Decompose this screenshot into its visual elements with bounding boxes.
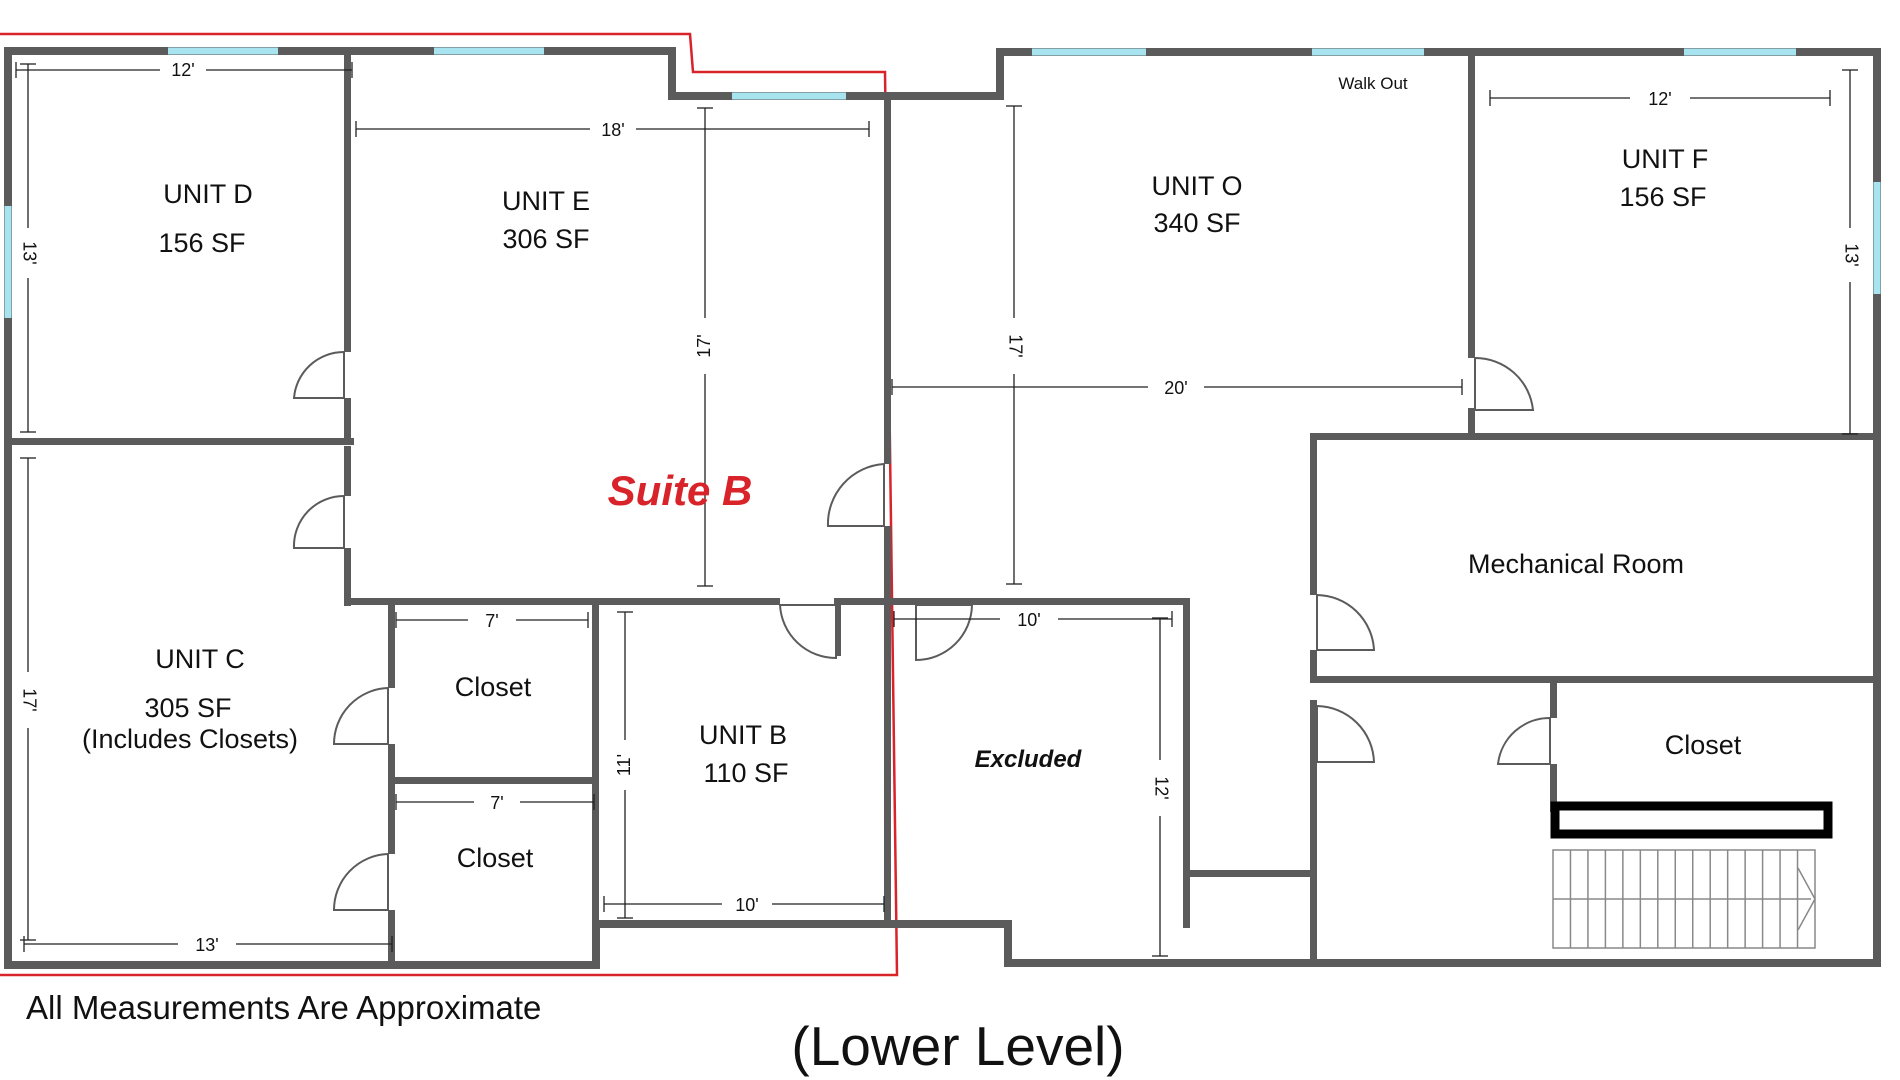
dimension-lines	[15, 62, 1858, 957]
door-mechanical	[1316, 593, 1376, 651]
unit-o-area: 340 SF	[1153, 208, 1240, 238]
excluded-label: Excluded	[975, 746, 1083, 773]
unit-o-name: UNIT O	[1151, 171, 1242, 201]
suite-b-label: Suite B	[608, 467, 753, 514]
staircase	[1550, 801, 1833, 949]
dim-b-width: 10'	[735, 895, 758, 915]
unit-f-area: 156 SF	[1619, 182, 1706, 212]
door-unit-e-right	[826, 462, 885, 527]
door-unit-f	[1474, 356, 1535, 411]
door-closet-lower	[332, 852, 389, 911]
dim-excluded-height: 12'	[1151, 776, 1171, 799]
door-excluded	[915, 604, 974, 662]
unit-b-area: 110 SF	[703, 758, 788, 788]
dim-b-height: 11'	[614, 754, 634, 776]
unit-c-area: 305 SF	[144, 693, 231, 723]
dim-d-width: 12'	[171, 60, 194, 80]
mechanical-room-label: Mechanical Room	[1468, 549, 1684, 579]
dim-f-height: 13'	[1841, 243, 1861, 266]
closet-lower-label: Closet	[457, 843, 534, 873]
unit-f-name: UNIT F	[1622, 144, 1709, 174]
unit-c-note: (Includes Closets)	[82, 724, 298, 754]
door-unit-d	[292, 350, 345, 399]
door-unit-b	[778, 604, 837, 660]
room-labels: UNIT D 156 SF UNIT E 306 SF UNIT O 340 S…	[82, 74, 1742, 873]
door-closet-right	[1496, 716, 1551, 765]
dim-e-height: 17'	[694, 334, 714, 357]
windows	[4, 47, 1881, 318]
door-closet-upper	[332, 686, 389, 745]
suite-b-outline	[0, 32, 899, 977]
walk-out-label: Walk Out	[1338, 74, 1408, 93]
unit-b-name: UNIT B	[699, 720, 787, 750]
unit-e-area: 306 SF	[502, 224, 589, 254]
dim-c-height: 17'	[19, 688, 39, 711]
dim-e-width: 18'	[601, 120, 624, 140]
unit-e-name: UNIT E	[502, 186, 590, 216]
door-lower-right	[1316, 704, 1376, 763]
door-unit-c	[292, 494, 345, 549]
unit-d-name: UNIT D	[163, 179, 253, 209]
dim-closet-lower-width: 7'	[490, 793, 503, 813]
level-label: (Lower Level)	[791, 1015, 1124, 1077]
dimension-labels: 12' 13' 18' 17' 17' 20' 12' 13' 17' 13' …	[19, 60, 1861, 955]
dim-c-width: 13'	[195, 935, 218, 955]
dim-excluded-width: 10'	[1017, 610, 1040, 630]
dim-f-width: 12'	[1648, 89, 1671, 109]
dim-d-height: 13'	[19, 241, 39, 264]
closet-upper-label: Closet	[455, 672, 532, 702]
dim-o-width: 20'	[1164, 378, 1187, 398]
dim-closet-upper-width: 7'	[485, 611, 498, 631]
closet-right-label: Closet	[1665, 730, 1742, 760]
doors	[292, 350, 1551, 911]
unit-c-name: UNIT C	[155, 644, 245, 674]
unit-d-area: 156 SF	[158, 228, 245, 258]
interior-walls	[4, 47, 1876, 968]
measurement-note: All Measurements Are Approximate	[26, 989, 541, 1026]
dim-o-height: 17'	[1005, 334, 1025, 357]
